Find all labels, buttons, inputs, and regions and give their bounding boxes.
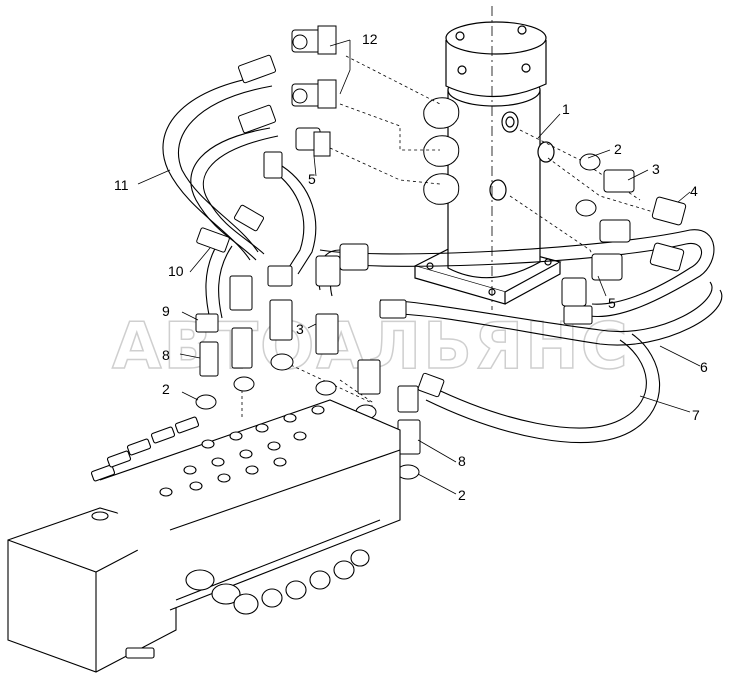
hoses bbox=[162, 75, 723, 443]
fittings bbox=[195, 25, 687, 480]
callout-8-left: 8 bbox=[162, 347, 170, 363]
callout-2-left: 2 bbox=[162, 381, 170, 397]
callout-11: 11 bbox=[114, 177, 129, 193]
swivel-joint bbox=[413, 21, 562, 305]
callout-3-upper: 3 bbox=[652, 161, 660, 177]
callout-10: 10 bbox=[168, 263, 184, 279]
callout-1: 1 bbox=[562, 101, 570, 117]
callout-5-right: 5 bbox=[608, 295, 616, 311]
callout-2-upper: 2 bbox=[614, 141, 622, 157]
callout-9: 9 bbox=[162, 303, 170, 319]
control-valve bbox=[7, 399, 401, 673]
leader-lines bbox=[137, 39, 701, 495]
callout-2-right: 2 bbox=[458, 487, 466, 503]
swivel-seals bbox=[423, 97, 460, 205]
callout-7: 7 bbox=[692, 407, 700, 423]
callout-4: 4 bbox=[690, 183, 698, 199]
callout-3-mid: 3 bbox=[296, 321, 304, 337]
callout-6: 6 bbox=[700, 359, 708, 375]
callout-8-right: 8 bbox=[458, 453, 466, 469]
callout-12: 12 bbox=[362, 31, 378, 47]
callout-5-top: 5 bbox=[308, 171, 316, 187]
